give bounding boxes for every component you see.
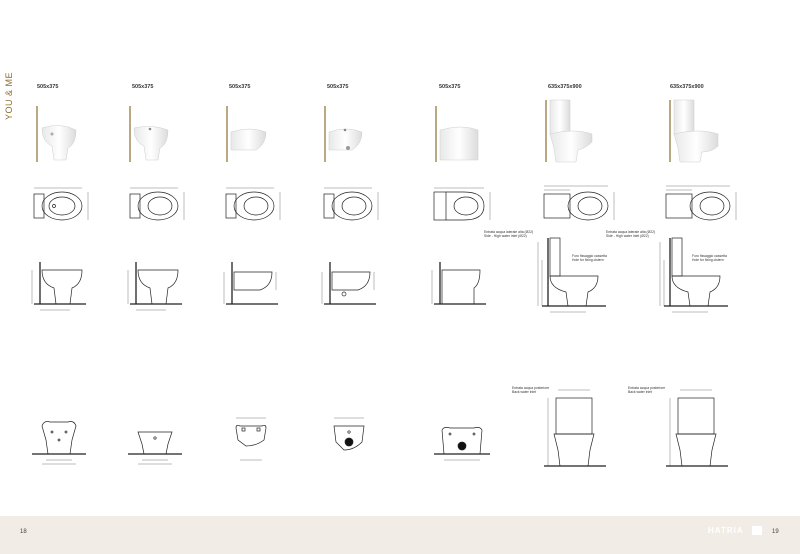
front-7 (666, 389, 728, 467)
note-back-inlet-1: Entrata acqua posteriore Back water inle… (512, 386, 549, 394)
note-side-inlet-2: Entrata acqua laterale alta (Ø22) Side -… (606, 230, 655, 238)
side-5 (431, 262, 486, 305)
product-size-5: 505x375 (439, 84, 461, 90)
photo-floor-bidet-1 (129, 106, 169, 162)
note-side-inlet-1: Entrata acqua laterale alta (Ø22) Side -… (484, 230, 533, 238)
product-size-4: 505x375 (327, 84, 349, 90)
plan-1 (33, 187, 89, 221)
product-size-3: 505x375 (229, 84, 251, 90)
side-7 (659, 237, 728, 313)
note-back-inlet-line2: Back water inlet (628, 390, 652, 394)
front-6 (544, 389, 606, 467)
side-1 (31, 262, 86, 311)
note-side-inlet-line1: Entrata acqua laterale alta (Ø22) (484, 230, 534, 234)
note-fix-hole-line2: Hole for fixing cistern (692, 258, 724, 262)
note-back-inlet-line1: Entrata acqua posteriore (512, 386, 550, 390)
note-side-inlet-line1: Entrata acqua laterale alta (Ø22) (606, 230, 656, 234)
plan-2 (129, 187, 185, 221)
brand-logo-mark (752, 526, 762, 535)
note-side-inlet-line2: Side - High water inlet (Ø22) (484, 234, 527, 238)
side-3 (223, 262, 278, 305)
plan-5 (433, 187, 491, 221)
section-title: YOU & ME (4, 64, 16, 124)
photo-btw-wc (435, 106, 479, 162)
product-photos (36, 99, 719, 163)
photo-close-coupled-1 (545, 99, 593, 163)
side-views (31, 237, 728, 313)
photo-wall-wc (226, 106, 267, 162)
plan-3 (225, 187, 281, 221)
plan-6 (543, 185, 615, 221)
front-4 (333, 417, 365, 451)
side-4 (321, 262, 376, 305)
front-5 (434, 426, 490, 461)
page-number-left: 18 (20, 529, 27, 535)
side-6 (537, 237, 606, 313)
photo-floor-wc-1 (36, 106, 77, 162)
product-size-2: 505x375 (132, 84, 154, 90)
front-3 (235, 417, 267, 461)
side-2 (127, 262, 182, 311)
note-back-inlet-line2: Back water inlet (512, 390, 536, 394)
note-back-inlet-2: Entrata acqua posteriore Back water inle… (628, 386, 665, 394)
plan-4 (323, 187, 379, 221)
page-number-right: 19 (772, 529, 779, 535)
section-title-text: YOU & ME (4, 71, 14, 120)
photo-close-coupled-2 (669, 99, 719, 163)
front-1 (32, 421, 86, 465)
product-size-6: 635x375x900 (548, 84, 582, 90)
note-side-inlet-line2: Side - High water inlet (Ø22) (606, 234, 649, 238)
note-fix-hole-2: Foro fissaggio cassetta Hole for fixing … (692, 254, 727, 262)
note-fix-hole-1: Foro fissaggio cassetta Hole for fixing … (572, 254, 607, 262)
plan-views (33, 185, 737, 221)
brand-logo: HATRIA (708, 526, 744, 535)
plan-7 (665, 185, 737, 221)
note-fix-hole-line1: Foro fissaggio cassetta (572, 254, 607, 258)
product-size-1: 505x375 (37, 84, 59, 90)
note-fix-hole-line1: Foro fissaggio cassetta (692, 254, 727, 258)
note-fix-hole-line2: Hole for fixing cistern (572, 258, 604, 262)
page-footer (0, 516, 800, 554)
front-views (32, 389, 728, 467)
photo-wall-bidet (324, 106, 363, 162)
note-back-inlet-line1: Entrata acqua posteriore (628, 386, 666, 390)
product-size-7: 635x375x900 (670, 84, 704, 90)
front-2 (128, 431, 182, 465)
